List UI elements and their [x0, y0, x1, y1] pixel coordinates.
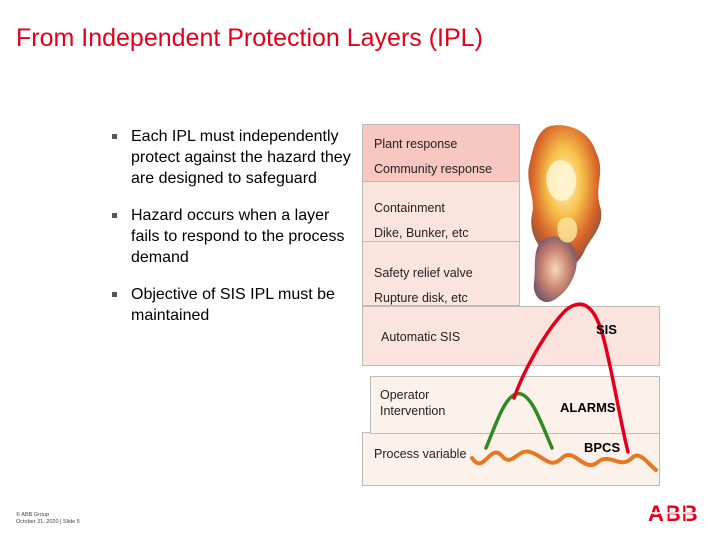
layer-community-label: Community response [374, 162, 493, 176]
bullet-item: Objective of SIS IPL must be maintained [112, 284, 352, 326]
layer-process-label: Process variable [374, 447, 467, 461]
bullet-text: Objective of SIS IPL must be maintained [131, 286, 335, 324]
layer-dike-label: Dike, Bunker, etc [374, 226, 469, 240]
sis-curve [512, 302, 630, 454]
layer-plant-label: Plant response [374, 137, 458, 151]
bullet-marker [112, 213, 117, 218]
layer-relief-label: Safety relief valve [374, 266, 473, 280]
layer-relief: Safety relief valve Rupture disk, etc [362, 240, 520, 306]
bullet-list: Each IPL must independently protect agai… [112, 126, 352, 342]
layer-rupture-label: Rupture disk, etc [374, 291, 468, 305]
footer-copyright: © ABB Group [16, 512, 50, 518]
sis-label: SIS [596, 322, 617, 337]
footer: © ABB Group October 31, 2020 | Slide 5 [16, 512, 80, 526]
layer-plant-response: Plant response Community response [362, 124, 520, 182]
layer-operator-label-2: Intervention [380, 404, 446, 418]
bullet-text: Hazard occurs when a layer fails to resp… [131, 207, 345, 266]
bpcs-curve [470, 449, 658, 472]
bpcs-label: BPCS [584, 440, 621, 455]
bullet-item: Hazard occurs when a layer fails to resp… [112, 205, 352, 268]
layer-operator-label-1: Operator [380, 388, 430, 402]
slide-title: From Independent Protection Layers (IPL) [16, 24, 483, 52]
bullet-marker [112, 134, 117, 139]
layer-sis-label: Automatic SIS [381, 330, 461, 344]
layer-containment-label: Containment [374, 201, 445, 215]
footer-date-slide: October 31, 2020 | Slide 5 [16, 519, 80, 525]
bullet-item: Each IPL must independently protect agai… [112, 126, 352, 189]
bullet-text: Each IPL must independently protect agai… [131, 128, 351, 187]
alarms-curve [484, 392, 554, 450]
layer-automatic-sis: Automatic SIS [362, 306, 660, 366]
layer-operator-intervention: Operator Intervention [370, 376, 660, 434]
bullet-marker [112, 292, 117, 297]
explosion-fire-image [528, 125, 602, 302]
alarms-label: ALARMS [560, 400, 616, 415]
abb-logo: ABB [648, 502, 704, 524]
layer-containment: Containment Dike, Bunker, etc [362, 180, 520, 242]
